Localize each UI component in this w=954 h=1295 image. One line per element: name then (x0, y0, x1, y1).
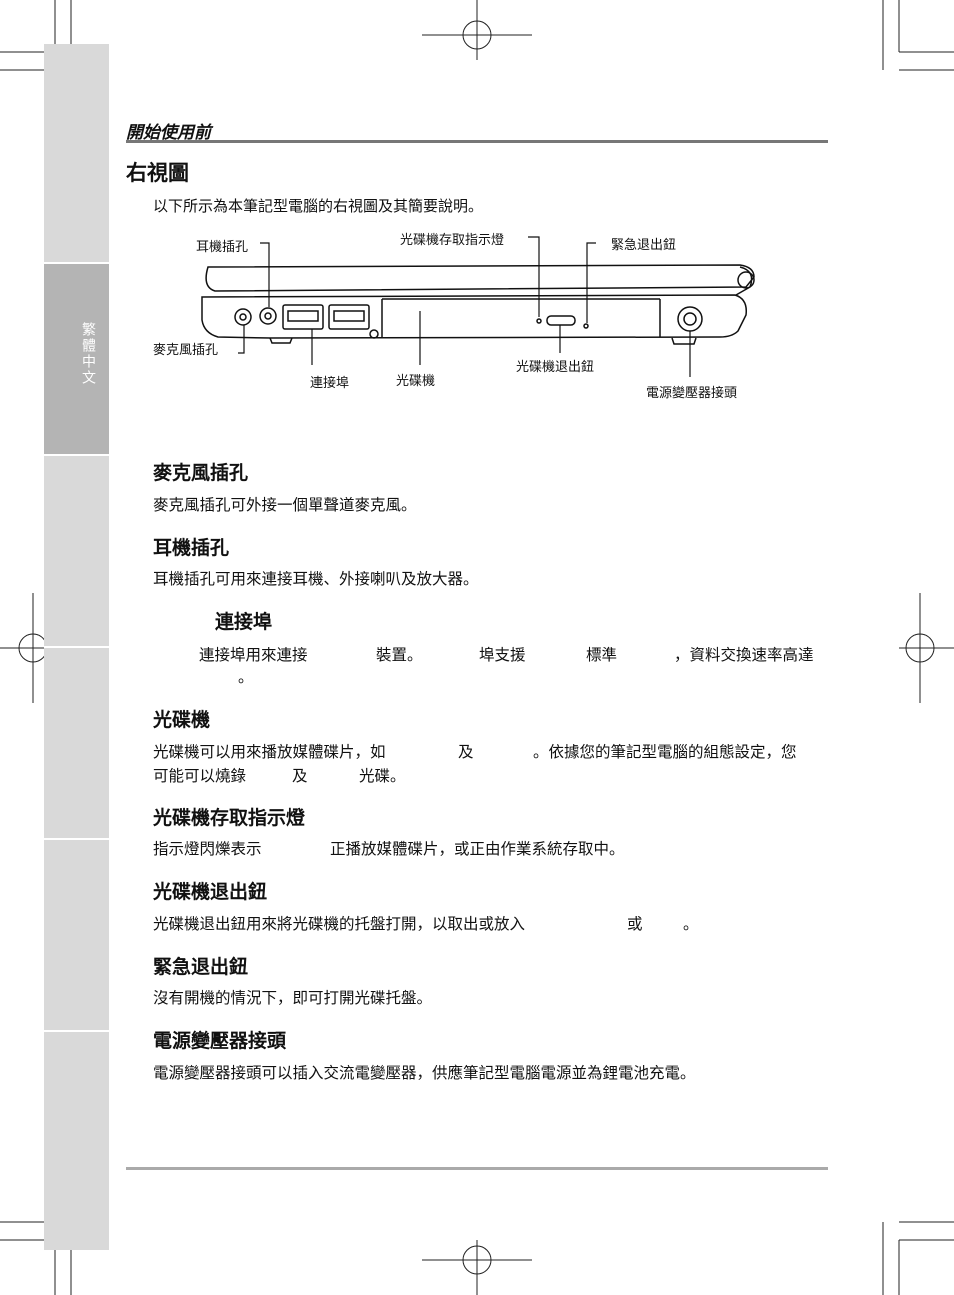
label-optical-drive: 光碟機 (396, 374, 436, 389)
label-emergency-eject: 緊急退出鈕 (611, 238, 677, 253)
usb-body-part-2: 裝置。 (376, 646, 423, 664)
footer-rule (126, 1167, 828, 1170)
section-body-emergency-eject: 沒有開機的情況下，即可打開光碟托盤。 (153, 989, 433, 1007)
section-title-odd-led: 光碟機存取指示燈 (153, 807, 306, 829)
section-title-odd-eject: 光碟機退出鈕 (153, 881, 268, 903)
section-title-mic: 麥克風插孔 (153, 462, 249, 484)
section-title-power: 電源變壓器接頭 (153, 1030, 287, 1052)
sidebar (44, 44, 109, 1250)
section-body-headphone: 耳機插孔可用來連接耳機、外接喇叭及放大器。 (153, 570, 479, 588)
label-microphone-jack: 麥克風插孔 (153, 343, 219, 358)
header-rule (126, 140, 828, 143)
odd-eject-body-part-1: 光碟機退出鈕用來將光碟機的托盤打開，以取出或放入 (153, 915, 526, 933)
language-tab-label[interactable]: 繁體中文 (80, 322, 96, 386)
chapter-title: 開始使用前 (126, 123, 211, 143)
usb-body-part-4: 標準 (586, 646, 618, 664)
label-odd-eject-button: 光碟機退出鈕 (516, 360, 595, 375)
odd-eject-body-part-2: 或 (627, 915, 643, 933)
odd-body-part-6: 光碟。 (359, 767, 406, 785)
odd-body-part-3: 。依據您的筆記型電腦的組態設定，您 (533, 743, 797, 761)
odd-eject-body-part-3: 。 (683, 915, 699, 933)
usb-body-part-1: 連接埠用來連接 (199, 646, 308, 664)
usb-body-part-5: ，資料交換速率高達 (674, 646, 814, 664)
section-body-mic: 麥克風插孔可外接一個單聲道麥克風。 (153, 496, 417, 514)
label-odd-activity-indicator: 光碟機存取指示燈 (400, 233, 505, 248)
odd-body-part-4: 可能可以燒錄 (153, 767, 247, 785)
laptop-right-side-diagram (201, 236, 755, 377)
label-usb-port: 連接埠 (310, 376, 350, 391)
label-power-connector: 電源變壓器接頭 (646, 386, 738, 401)
usb-body-line-2: 。 (238, 668, 254, 686)
odd-body-part-1: 光碟機可以用來播放媒體碟片，如 (153, 743, 386, 761)
sidebar-active-tab[interactable] (44, 264, 109, 454)
odd-body-part-2: 及 (458, 743, 474, 761)
section-title-headphone: 耳機插孔 (153, 537, 230, 559)
section-title-odd: 光碟機 (153, 709, 211, 731)
intro-text: 以下所示為本筆記型電腦的右視圖及其簡要說明。 (153, 197, 484, 215)
label-headphone-jack: 耳機插孔 (196, 240, 249, 255)
odd-led-body-part-1: 指示燈閃爍表示 (153, 840, 262, 858)
usb-body-part-3: 埠支援 (479, 646, 526, 664)
odd-body-part-5: 及 (292, 767, 308, 785)
odd-led-body-part-2: 正播放媒體碟片，或正由作業系統存取中。 (330, 840, 625, 858)
page-title: 右視圖 (126, 161, 189, 185)
section-body-power: 電源變壓器接頭可以插入交流電變壓器，供應筆記型電腦電源並為鋰電池充電。 (153, 1064, 696, 1082)
section-title-usb: 連接埠 (215, 611, 273, 633)
section-title-emergency-eject: 緊急退出鈕 (153, 956, 249, 978)
